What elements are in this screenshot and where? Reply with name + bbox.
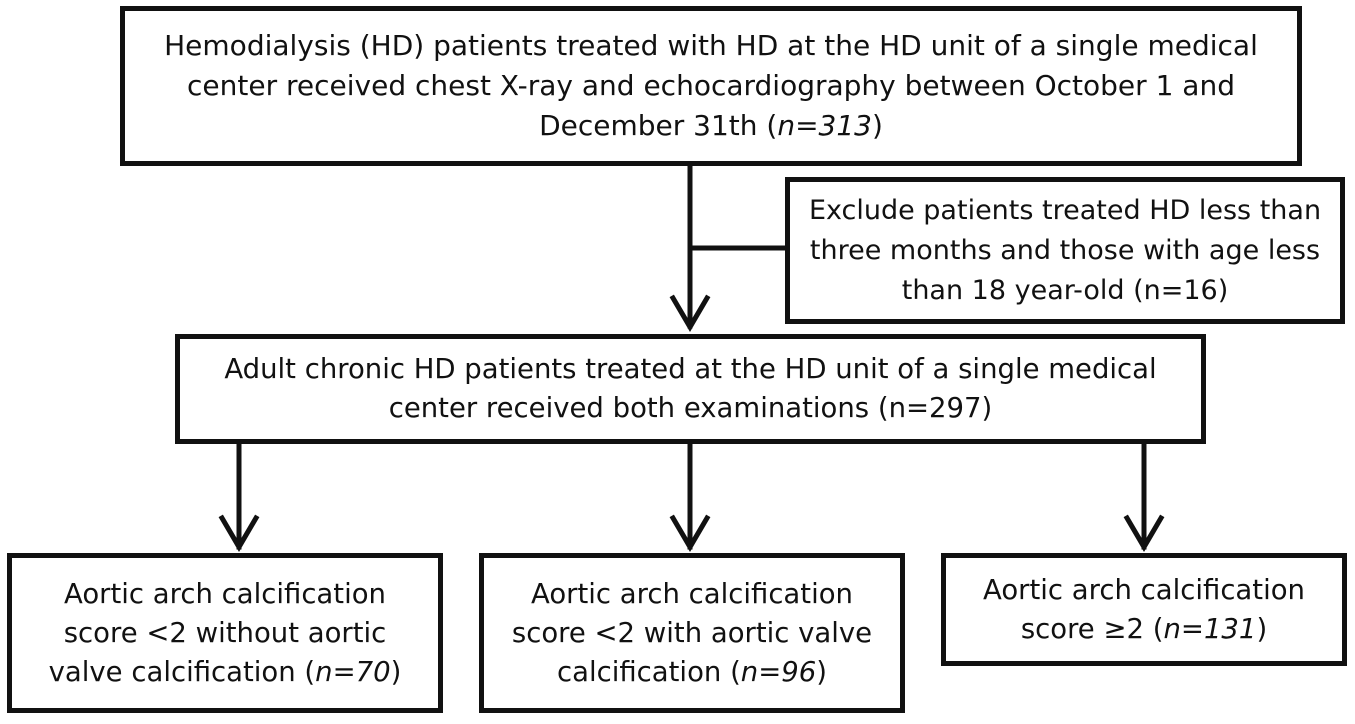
group-no-valve-close-paren: ) (390, 655, 402, 688)
group-no-valve-count: n=70 (315, 655, 391, 688)
box-initial-cohort: Hemodialysis (HD) patients treated with … (120, 6, 1302, 166)
box-exclusion: Exclude patients treated HD less than th… (785, 177, 1345, 324)
group-valve-count: n=96 (740, 655, 817, 688)
arrowhead-to-middle (669, 294, 711, 332)
group-valve-description: Aortic arch calcification score <2 with … (511, 577, 873, 688)
arrowhead-to-right (1123, 514, 1165, 552)
box-study-cohort-text: Adult chronic HD patients treated at the… (224, 353, 1157, 424)
box-group-valve-calcification-text: Aortic arch calcification score <2 with … (484, 575, 900, 692)
arrowhead-to-left (218, 514, 260, 552)
box-group-valve-calcification: Aortic arch calcification score <2 with … (479, 553, 905, 713)
box-initial-cohort-text: Hemodialysis (HD) patients treated with … (125, 26, 1297, 146)
box-group-no-valve-calcification-text: Aortic arch calcification score <2 witho… (12, 575, 438, 692)
group-high-score-description: Aortic arch calcification score ≥2 ( (983, 573, 1305, 645)
box-study-cohort: Adult chronic HD patients treated at the… (175, 334, 1206, 444)
initial-cohort-count: n=313 (777, 109, 872, 142)
arrowhead-to-center (669, 514, 711, 552)
box-group-high-arch-score: Aortic arch calcification score ≥2 (n=13… (941, 553, 1347, 666)
box-group-no-valve-calcification: Aortic arch calcification score <2 witho… (7, 553, 443, 713)
box-exclusion-text: Exclude patients treated HD less than th… (808, 194, 1322, 306)
box-group-high-arch-score-text: Aortic arch calcification score ≥2 (n=13… (946, 571, 1342, 649)
group-valve-close-paren: ) (816, 655, 827, 688)
group-no-valve-description: Aortic arch calcification score <2 witho… (48, 577, 387, 688)
group-high-score-count: n=131 (1163, 612, 1257, 645)
initial-cohort-description: Hemodialysis (HD) patients treated with … (164, 29, 1258, 142)
initial-cohort-close-paren: ) (872, 109, 883, 142)
group-high-score-close-paren: ) (1256, 612, 1268, 645)
